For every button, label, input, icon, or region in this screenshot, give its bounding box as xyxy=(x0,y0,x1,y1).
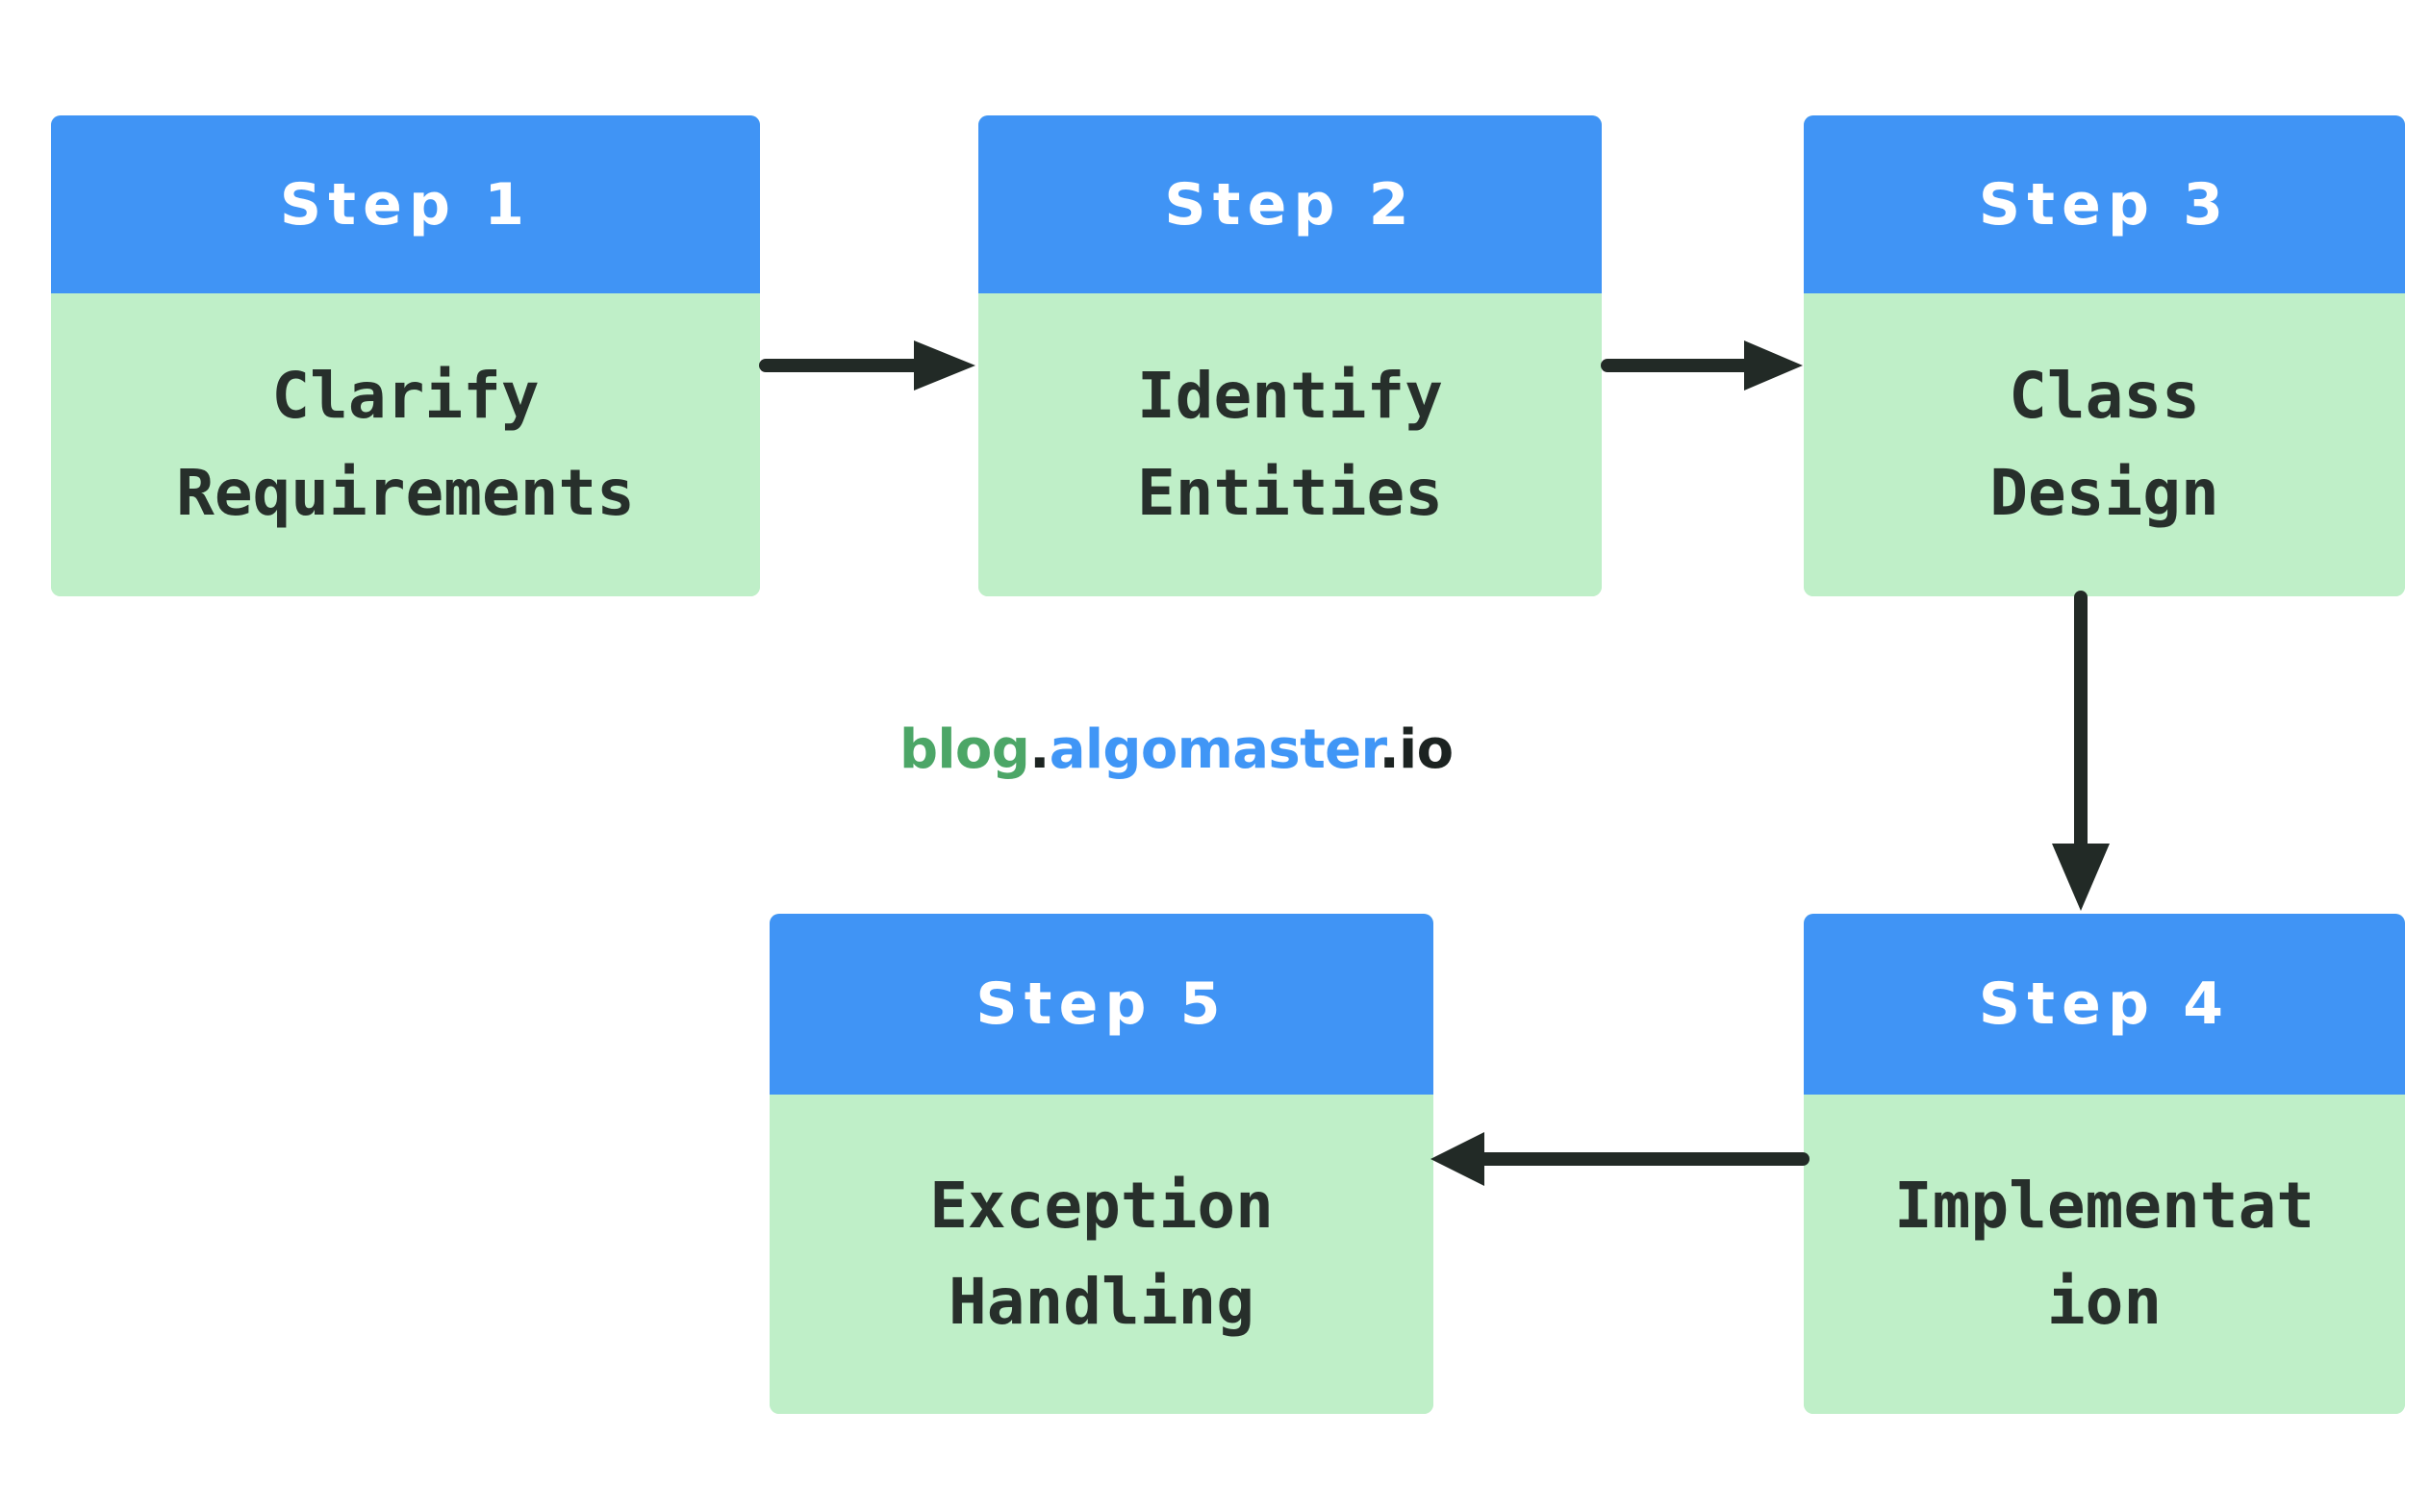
step-3-body-label: Class Design xyxy=(1804,293,2405,596)
step-card-step-1[interactable]: Step 1 Clarify Requirements xyxy=(51,115,760,596)
step-4-header-label: Step 4 xyxy=(1804,914,2405,1095)
arrow-right-icon-step1-to-step2 xyxy=(759,340,975,391)
step-card-step-5[interactable]: Step 5 Exception Handling xyxy=(770,914,1433,1414)
step-5-body-label: Exception Handling xyxy=(770,1095,1433,1414)
arrow-down-icon-step3-to-step4 xyxy=(2052,591,2110,911)
arrow-left-icon-step4-to-step5 xyxy=(1430,1132,1810,1186)
watermark-blog-algomaster-io: blog.algomaster.io xyxy=(899,723,1454,777)
watermark-tld-text: .io xyxy=(1379,718,1454,781)
step-1-body-label: Clarify Requirements xyxy=(51,293,760,596)
step-5-header-label: Step 5 xyxy=(770,914,1433,1095)
step-card-step-3[interactable]: Step 3 Class Design xyxy=(1804,115,2405,596)
step-2-header-label: Step 2 xyxy=(978,115,1602,293)
watermark-algomaster-text: algomaster xyxy=(1049,718,1380,781)
step-1-header-label: Step 1 xyxy=(51,115,760,293)
step-4-body-label: Implementat ion xyxy=(1804,1095,2405,1414)
step-card-step-2[interactable]: Step 2 Identify Entities xyxy=(978,115,1602,596)
watermark-dot-separator: . xyxy=(1029,718,1050,781)
step-3-header-label: Step 3 xyxy=(1804,115,2405,293)
watermark-blog-text: blog xyxy=(899,718,1030,781)
arrow-right-icon-step2-to-step3 xyxy=(1601,340,1803,391)
step-2-body-label: Identify Entities xyxy=(978,293,1602,596)
step-card-step-4[interactable]: Step 4 Implementat ion xyxy=(1804,914,2405,1414)
